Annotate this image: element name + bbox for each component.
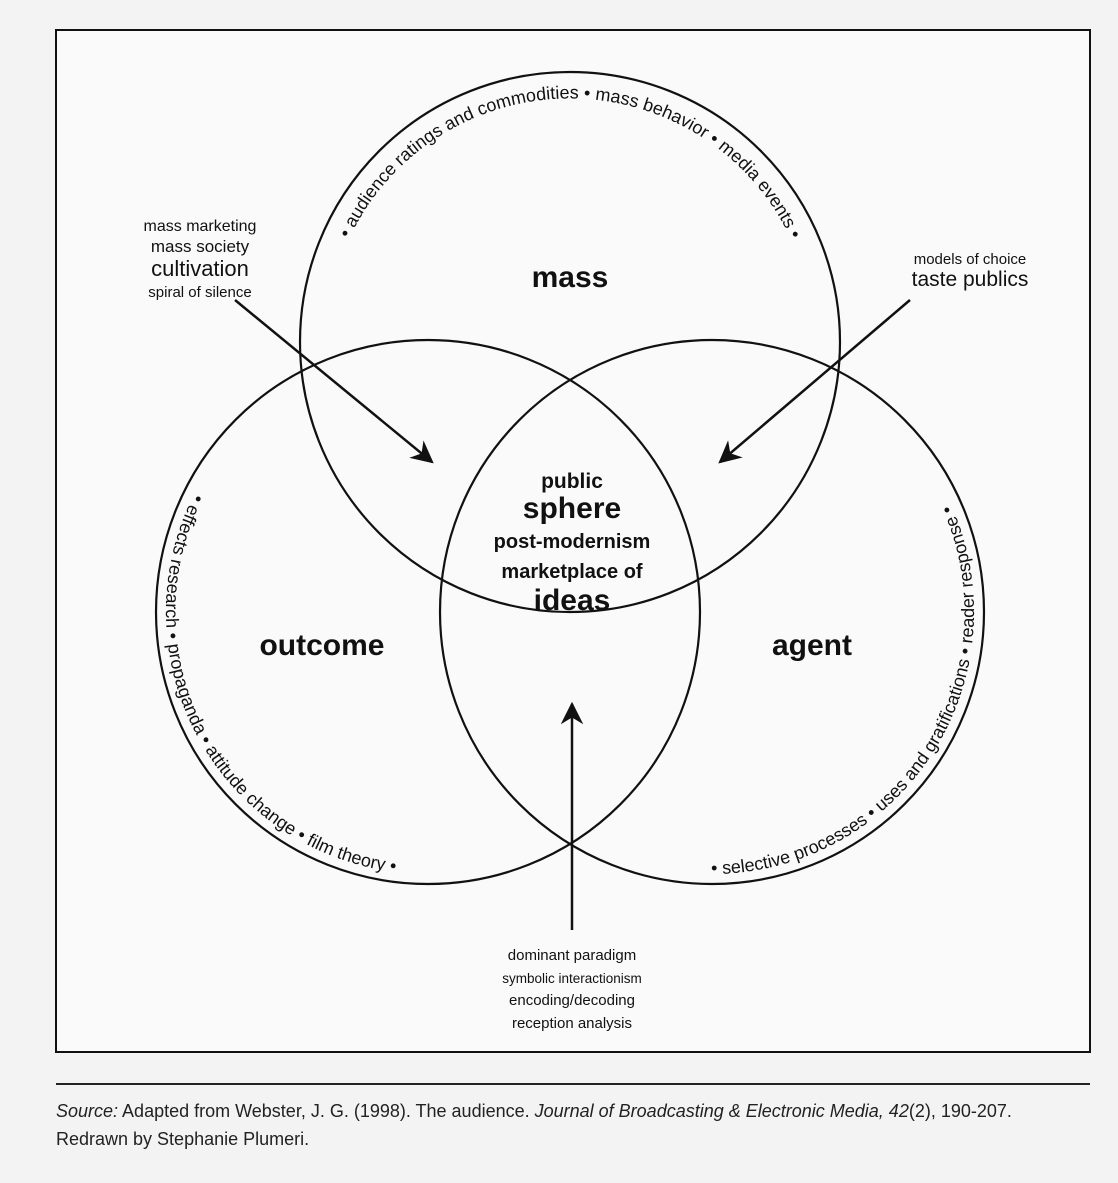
label-mass: mass [532, 261, 609, 294]
arrow-upper-left [234, 299, 434, 464]
center-ideas: ideas [534, 584, 611, 617]
label-outcome: outcome [259, 629, 384, 662]
encoding-decoding: encoding/decoding [509, 992, 635, 1009]
bottom-group: dominant paradigm symbolic interactionis… [502, 947, 642, 1032]
center-label-group: public sphere post-modernism marketplace… [494, 470, 651, 617]
symbolic-interactionism: symbolic interactionism [502, 971, 642, 986]
caption-journal: Journal of Broadcasting & Electronic Med… [534, 1101, 909, 1121]
caption-rule [56, 1083, 1090, 1085]
taste-publics: taste publics [912, 268, 1029, 291]
dominant-paradigm: dominant paradigm [508, 947, 636, 964]
circle-mass [298, 70, 842, 614]
upper-left-group: mass marketing mass society cultivation … [144, 218, 257, 301]
caption-text-2: (2), 190-207. Redrawn by Stephanie Plume… [56, 1101, 1012, 1149]
caption-text-1: Adapted from Webster, J. G. (1998). The … [118, 1101, 535, 1121]
spiral-of-silence: spiral of silence [148, 284, 251, 301]
mass-marketing: mass marketing [144, 218, 257, 235]
center-marketplace: marketplace of [501, 561, 643, 583]
center-post-modernism: post-modernism [494, 531, 651, 553]
upper-right-group: models of choice taste publics [912, 251, 1029, 291]
source-label: Source: [56, 1101, 119, 1121]
arrow-upper-right [718, 299, 911, 464]
mass-society: mass society [151, 237, 250, 256]
center-sphere: sphere [523, 492, 621, 525]
circle-outcome [154, 338, 702, 886]
reception-analysis: reception analysis [512, 1015, 632, 1032]
cultivation: cultivation [151, 256, 249, 281]
center-public: public [541, 470, 603, 493]
models-of-choice: models of choice [914, 251, 1027, 268]
source-caption: Source: Adapted from Webster, J. G. (199… [56, 1097, 1046, 1153]
circle-agent [438, 338, 986, 886]
label-agent: agent [772, 629, 852, 662]
